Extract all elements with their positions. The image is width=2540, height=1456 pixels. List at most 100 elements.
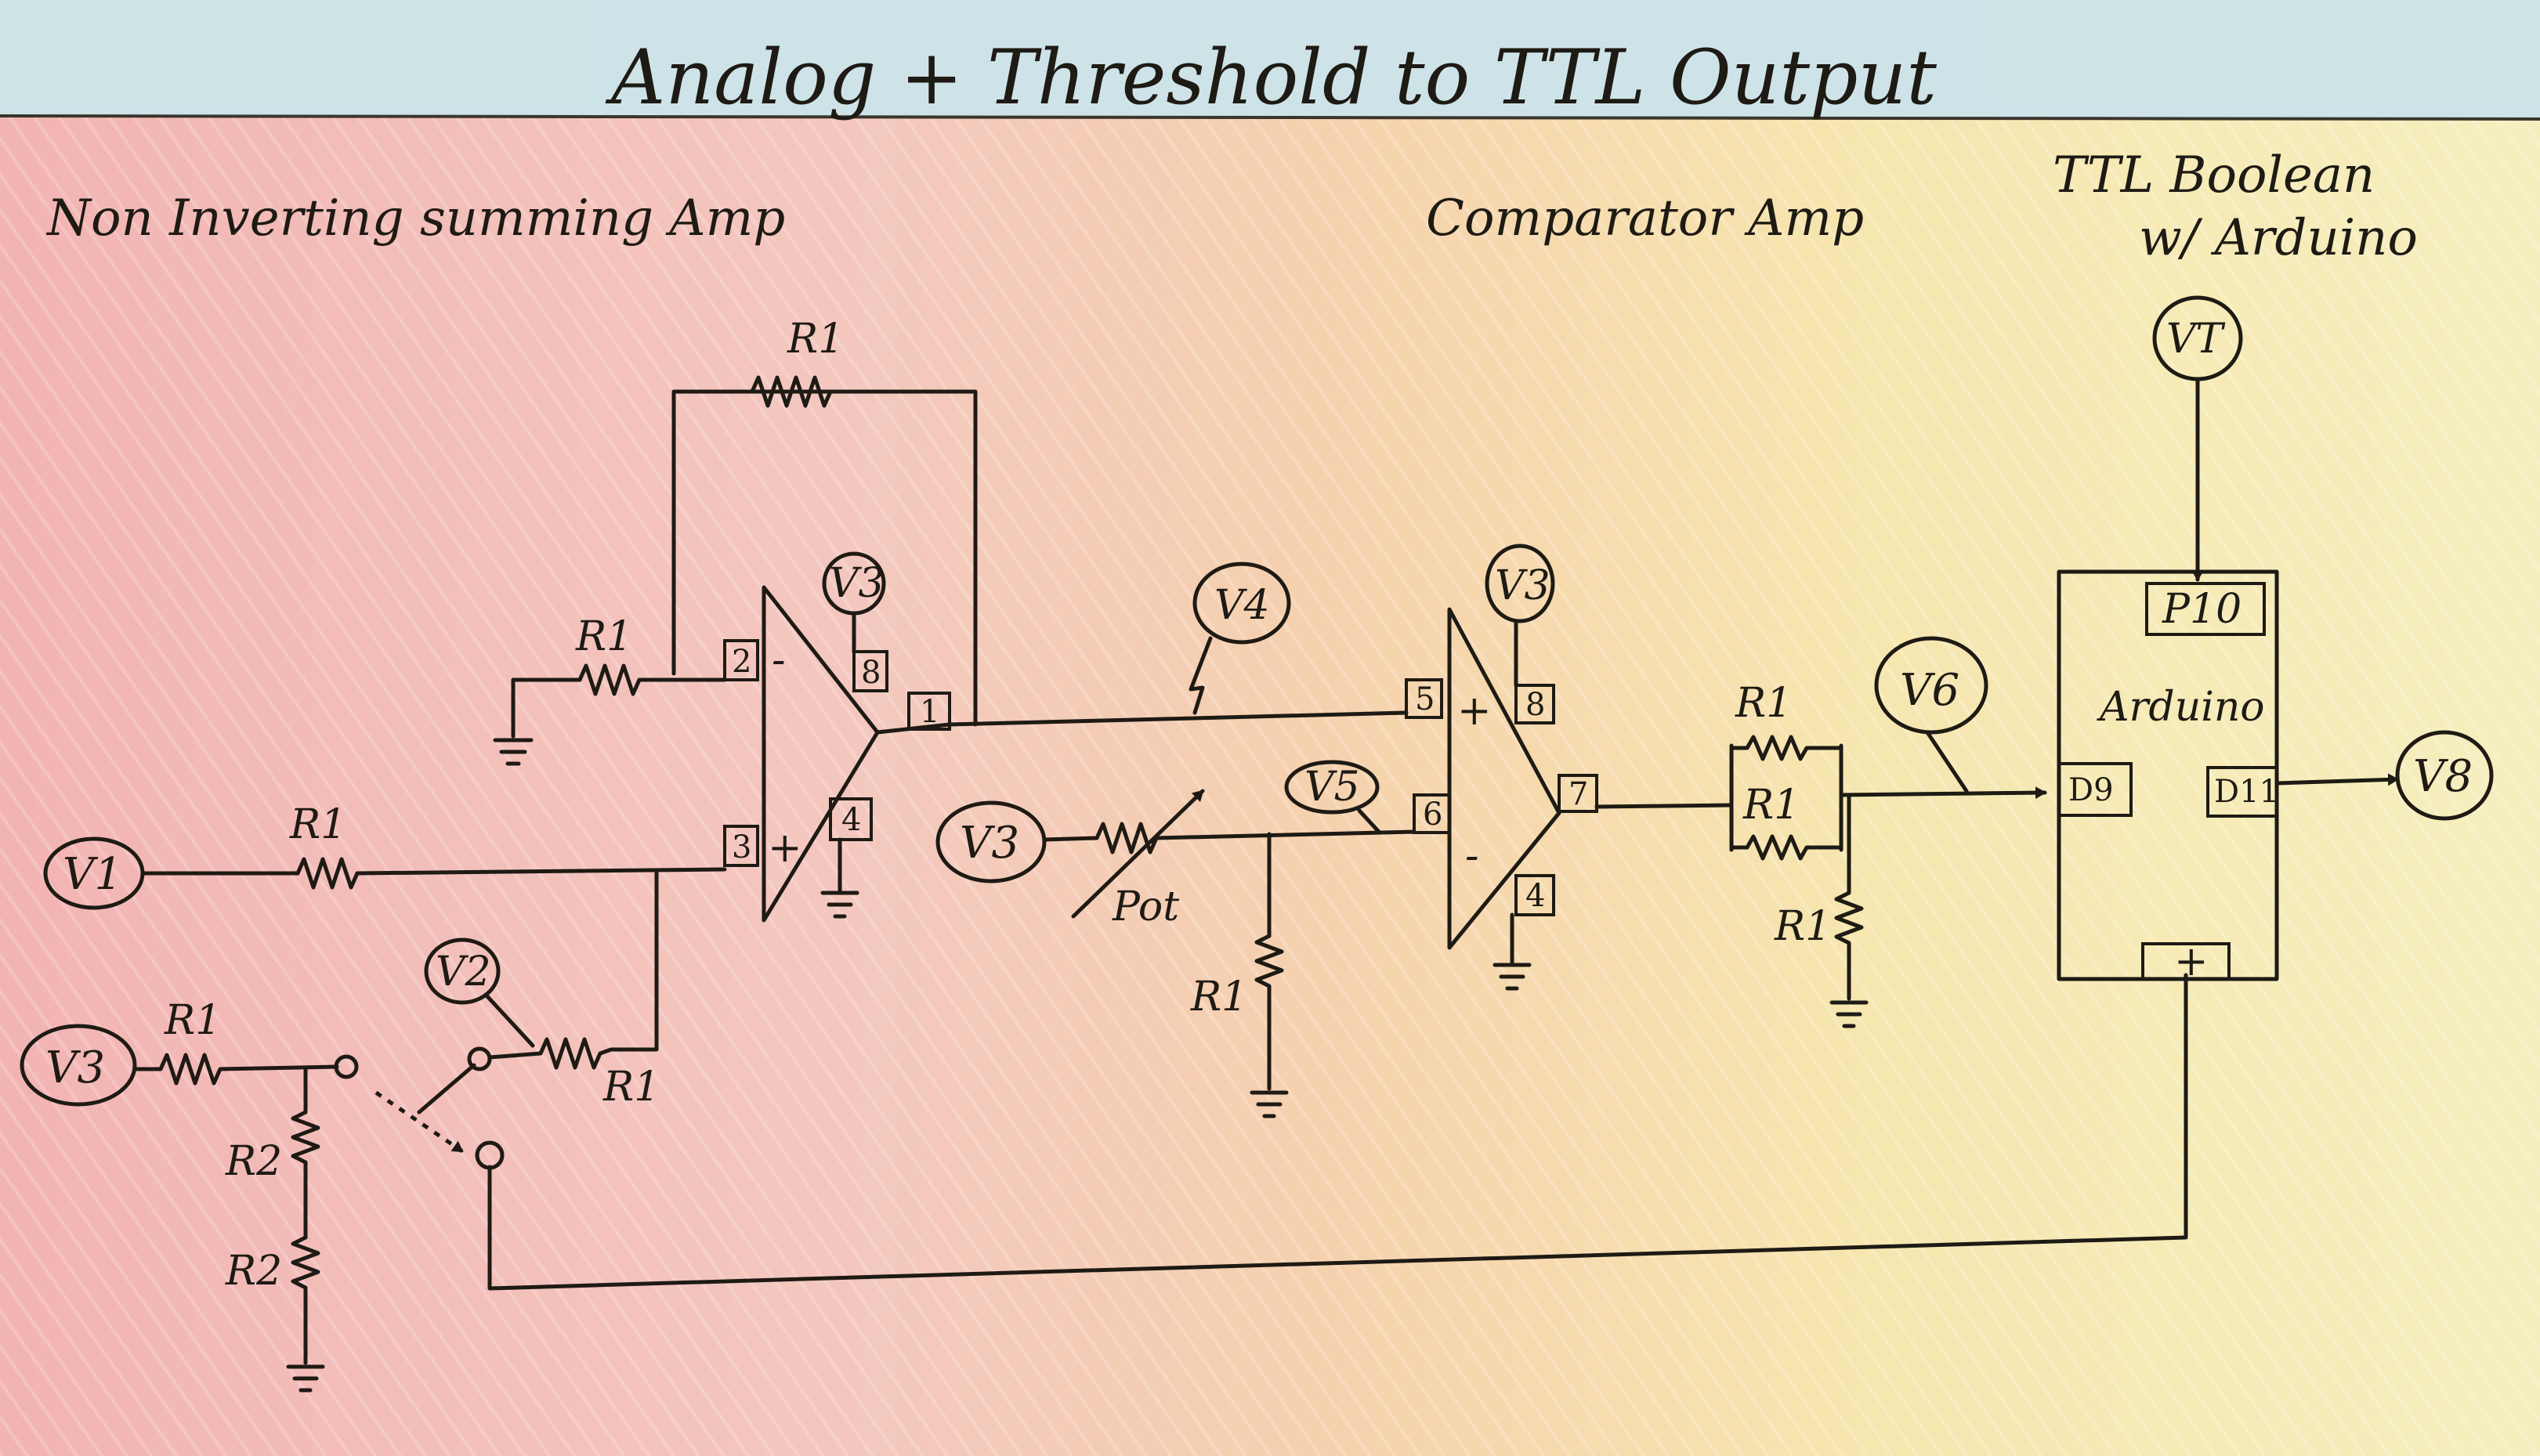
top-blue-wash: [0, 0, 2540, 117]
arduino-label: Arduino: [2097, 684, 2265, 731]
arduino-pin-d11-box: [2206, 766, 2278, 818]
plus-input-junction-wire: [609, 869, 659, 1052]
v4-pointer: [1189, 636, 1213, 715]
opamp-2-pin-5: 5: [1415, 681, 1435, 717]
section-comparator: Comparator Amp: [1426, 190, 1864, 247]
opamp-1-pin-8: 8: [861, 655, 881, 691]
opamp-1-pin-2-box: [723, 639, 759, 681]
pulldown-ground-symbol: [1829, 1000, 1869, 1028]
v3-input-node: [20, 1024, 137, 1107]
v6-node: [1874, 636, 1988, 735]
opamp-1-pin-4-box: [829, 797, 873, 841]
arduino-board: Arduino P10 D9 D11 +: [2057, 569, 2279, 985]
section-ttl-line2: w/ Arduino: [2139, 209, 2418, 267]
switch-arm: [417, 1063, 476, 1115]
opamp-2-pin-8: 8: [1525, 687, 1545, 723]
switch-return-wire: [487, 973, 2188, 1291]
opamp-2-ground-symbol: [1493, 963, 1532, 991]
pulldown-resistor-label: R1: [1774, 903, 1831, 950]
v5-pointer: [1357, 808, 1381, 834]
r2-top-label: R2: [225, 1138, 282, 1185]
opamp-1-ground-symbol: [820, 891, 859, 919]
resistor-network-box: [1729, 743, 1843, 852]
v4-node: [1192, 562, 1291, 645]
arduino-pin-p10-box: [2145, 582, 2266, 636]
switch-travel-arrow: [374, 1090, 464, 1154]
opamp-2: + - 5 6 8 7 4 V3: [1405, 544, 1598, 991]
r2-bottom-resistor: [291, 1235, 320, 1365]
v3-pot-label: V3: [960, 818, 1019, 869]
d11-to-v8-wire: [2274, 773, 2400, 786]
opamp-2-v3-label: V3: [1495, 562, 1550, 609]
v5-node: [1284, 760, 1380, 815]
v1-label: V1: [63, 849, 122, 900]
switch-resistor-label: R1: [602, 1064, 660, 1111]
opamp-2-minus-sign: -: [1465, 833, 1479, 880]
opamp-2-pin-6: 6: [1423, 797, 1442, 833]
feedback-resistor: [750, 375, 833, 408]
opamp-1-minus-sign: -: [772, 637, 786, 684]
v3-input-resistor-label: R1: [164, 997, 221, 1044]
pot-ground-resistor: [1254, 934, 1284, 1091]
opamp-1-plus-sign: +: [768, 825, 802, 872]
v4-label: V4: [1214, 582, 1270, 629]
inverting-input-resistor-label: R1: [575, 613, 632, 660]
opamp-2-pin-4-box: [1514, 874, 1555, 916]
v3-input-label: V3: [45, 1042, 105, 1093]
opamp-2-pin-7-box: [1558, 774, 1598, 813]
v3-input-resistor: [132, 1053, 339, 1086]
opamp-1-output-wire: [875, 710, 1409, 735]
feedback-loop-wire: [671, 389, 978, 727]
network-middle-label: R1: [1742, 782, 1800, 829]
network-to-d9-wire: [1839, 786, 2047, 800]
inverting-input-ground-symbol: [493, 738, 534, 766]
r2-top-resistor: [291, 1110, 320, 1240]
vt-label: VT: [2166, 316, 2226, 363]
arduino-pin-d9: D9: [2068, 772, 2114, 808]
opamp-2-plus-sign: +: [1457, 688, 1492, 735]
opamp-2-pin-5-box: [1405, 678, 1443, 719]
opamp-1: - + 2 3 8 4 1 V3: [723, 551, 951, 923]
arduino-pin-gnd-box: [2141, 942, 2231, 981]
section-summing-amp: Non Inverting summing Amp: [45, 190, 785, 247]
v1-resistor: [295, 857, 727, 890]
v2-label: V2: [436, 948, 491, 995]
arduino-pin-gnd: +: [2174, 938, 2209, 985]
pot-wiper-arrow: [1071, 789, 1205, 919]
switch-resistor: [487, 1037, 613, 1070]
section-ttl-line1: TTL Boolean: [2053, 146, 2375, 204]
opamp-1-pin-1-box: [907, 692, 951, 731]
pot-resistor: [1042, 822, 1417, 854]
divider-ground-symbol: [286, 1364, 325, 1393]
pot-label: Pot: [1112, 883, 1179, 930]
v3-pot-node: [935, 800, 1047, 883]
pot-ground-resistor-label: R1: [1190, 974, 1247, 1021]
network-top-resistor: [1729, 735, 1843, 761]
opamp-2-pin-8-box: [1514, 684, 1555, 724]
opamp-2-pin-4: 4: [1525, 878, 1545, 914]
opamp-1-triangle: [762, 585, 880, 923]
title-rule: [0, 114, 2540, 121]
opamp-1-pin-4: 4: [841, 802, 861, 838]
network-top-label: R1: [1735, 680, 1792, 727]
page-title: Analog + Threshold to TTL Output: [605, 34, 1937, 121]
opamp-2-pin-7: 7: [1569, 776, 1588, 812]
opamp-1-pin-2: 2: [732, 644, 751, 680]
inverting-input-resistor: [577, 663, 727, 696]
arduino-pin-d11: D11: [2214, 774, 2279, 810]
switch-contact-1: [334, 1054, 359, 1079]
v8-node: [2395, 730, 2494, 821]
v2-pointer: [483, 992, 535, 1048]
v5-label: V5: [1304, 764, 1360, 811]
opamp-2-pin-6-box: [1413, 793, 1451, 834]
opamp-2-v3-node: [1485, 544, 1555, 623]
feedback-resistor-label: R1: [787, 316, 844, 363]
opamp-2-triangle: [1447, 607, 1561, 950]
v2-node: [424, 938, 501, 1005]
network-bottom-resistor: [1729, 834, 1843, 861]
arduino-pin-p10: P10: [2162, 586, 2241, 633]
arduino-pin-d9-box: [2057, 762, 2133, 817]
opamp-1-pin-3-box: [723, 825, 759, 867]
pot-ground-symbol: [1250, 1090, 1289, 1118]
v6-pointer: [1925, 730, 1969, 793]
